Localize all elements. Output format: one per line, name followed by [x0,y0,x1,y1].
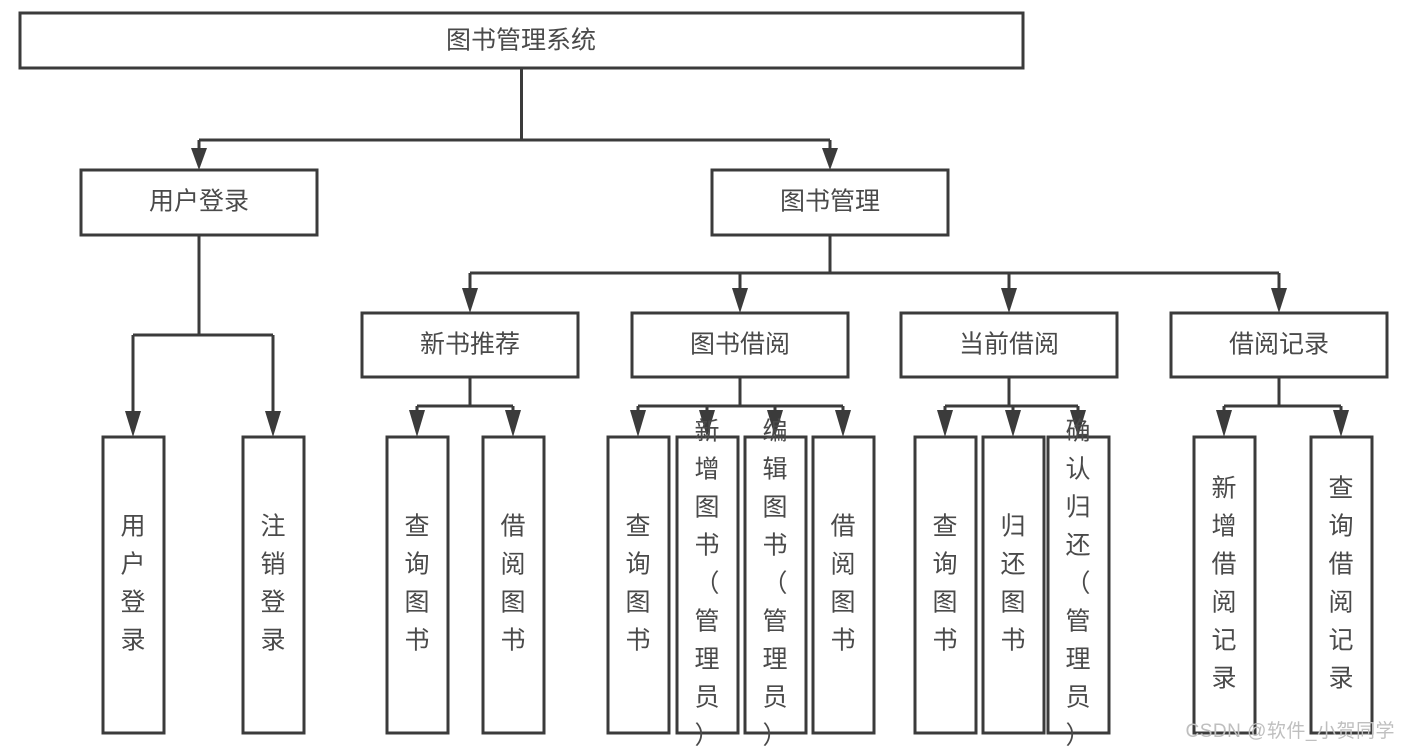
node-leaf-query-book-1-box[interactable] [385,435,450,735]
node-book-borrow[interactable]: 图书借阅 [630,311,850,379]
node-leaf-query-book-1[interactable]: 查询图书 [385,435,450,735]
node-leaf-query-book-3[interactable]: 查询图书 [913,435,978,735]
node-leaf-confirm-return[interactable]: 确认归还（管理员） [1046,418,1111,747]
node-leaf-user-login[interactable]: 用户登录 [101,435,166,735]
arrow-head-book-borrow [732,288,748,313]
node-leaf-query-record[interactable]: 查询借阅记录 [1309,435,1374,735]
node-leaf-query-book-2[interactable]: 查询图书 [606,435,671,735]
arrow-head-leaf-return-book [1005,410,1021,437]
node-leaf-confirm-return-box[interactable] [1046,435,1111,735]
node-root-label: 图书管理系统 [446,27,596,55]
node-leaf-add-book-label: 新增图书（管理员） [694,418,719,747]
node-leaf-add-record-box[interactable] [1192,435,1257,735]
arrow-head-leaf-add-record [1216,410,1232,437]
node-new-book-rec-box[interactable] [360,311,580,379]
arrow-head-leaf-confirm-return [1070,410,1086,437]
node-leaf-return-book[interactable]: 归还图书 [981,435,1046,735]
node-book-manage-box[interactable] [710,168,950,237]
node-user-login-box[interactable] [79,168,319,237]
arrow-head-leaf-edit-book [767,410,783,437]
node-leaf-add-book[interactable]: 新增图书（管理员） [675,418,740,747]
node-leaf-user-login-label: 用户登录 [120,513,145,655]
arrow-head-leaf-borrow-book-1 [505,410,521,437]
node-leaf-edit-book[interactable]: 编辑图书（管理员） [743,418,808,747]
node-borrow-record-box[interactable] [1169,311,1389,379]
node-borrow-record[interactable]: 借阅记录 [1169,311,1389,379]
node-book-manage-label: 图书管理 [780,188,880,216]
node-user-login-label: 用户登录 [149,188,249,216]
arrow-head-leaf-logout [265,411,281,437]
node-leaf-return-book-box[interactable] [981,435,1046,735]
node-leaf-logout[interactable]: 注销登录 [241,435,306,735]
node-leaf-add-record[interactable]: 新增借阅记录 [1192,435,1257,735]
node-leaf-logout-label: 注销登录 [260,513,285,655]
arrow-head-current-borrow [1001,288,1017,313]
node-leaf-query-book-2-label: 查询图书 [625,513,650,655]
node-current-borrow-box[interactable] [899,311,1119,379]
arrow-head-new-book-rec [462,288,478,313]
node-leaf-edit-book-box[interactable] [743,435,808,735]
node-root-box[interactable] [18,11,1025,70]
node-book-borrow-box[interactable] [630,311,850,379]
node-leaf-borrow-book-2-box[interactable] [811,435,876,735]
node-borrow-record-label: 借阅记录 [1229,331,1329,359]
node-leaf-user-login-box[interactable] [101,435,166,735]
arrow-head-leaf-borrow-book-2 [835,410,851,437]
node-leaf-borrow-book-1[interactable]: 借阅图书 [481,435,546,735]
node-leaf-add-book-box[interactable] [675,435,740,735]
node-leaf-query-book-1-label: 查询图书 [404,513,429,655]
node-current-borrow[interactable]: 当前借阅 [899,311,1119,379]
node-current-borrow-label: 当前借阅 [959,331,1059,359]
arrow-head-leaf-query-book-3 [937,410,953,437]
connectors-layer [125,68,1349,437]
node-leaf-query-book-3-label: 查询图书 [932,513,957,655]
arrow-head-leaf-query-book-1 [409,410,425,437]
arrow-head-borrow-record [1271,288,1287,313]
node-new-book-rec-label: 新书推荐 [420,331,520,359]
arrow-head-leaf-query-record [1333,410,1349,437]
node-leaf-query-book-2-box[interactable] [606,435,671,735]
node-root[interactable]: 图书管理系统 [18,11,1025,70]
arrow-head-leaf-user-login [125,411,141,437]
arrow-head-leaf-query-book-2 [630,410,646,437]
arrow-head-book-manage [822,148,838,170]
arrow-head-leaf-add-book [699,410,715,437]
node-leaf-borrow-book-2[interactable]: 借阅图书 [811,435,876,735]
node-leaf-edit-book-label: 编辑图书（管理员） [762,418,787,747]
node-leaf-borrow-book-1-box[interactable] [481,435,546,735]
node-leaf-return-book-label: 归还图书 [1000,513,1025,655]
node-leaf-query-book-3-box[interactable] [913,435,978,735]
node-leaf-borrow-book-2-label: 借阅图书 [830,513,855,655]
node-leaf-query-record-label: 查询借阅记录 [1328,475,1353,693]
node-new-book-rec[interactable]: 新书推荐 [360,311,580,379]
node-leaf-logout-box[interactable] [241,435,306,735]
node-user-login[interactable]: 用户登录 [79,168,319,237]
node-leaf-confirm-return-label: 确认归还（管理员） [1065,418,1090,747]
node-leaf-add-record-label: 新增借阅记录 [1211,475,1236,693]
node-leaf-borrow-book-1-label: 借阅图书 [500,513,525,655]
arrow-head-user-login [191,148,207,170]
node-book-borrow-label: 图书借阅 [690,331,790,359]
node-leaf-query-record-box[interactable] [1309,435,1374,735]
node-book-manage[interactable]: 图书管理 [710,168,950,237]
